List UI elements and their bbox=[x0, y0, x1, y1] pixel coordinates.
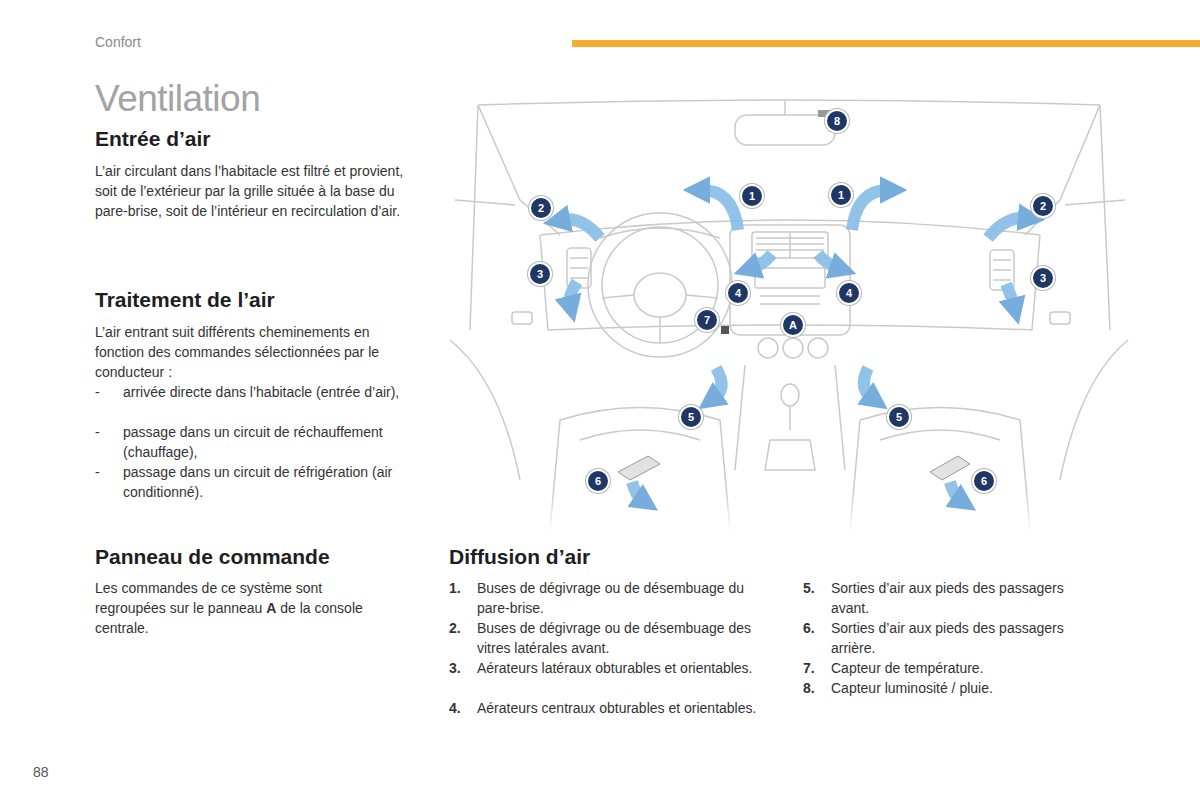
radio-display bbox=[755, 268, 825, 288]
instrument-cluster bbox=[600, 228, 720, 238]
body-paragraph: Les commandes de ce système sont regroup… bbox=[95, 578, 395, 638]
callout-number: 1 bbox=[740, 184, 764, 208]
side-vent-slats bbox=[993, 260, 1011, 280]
list-item-text: passage dans un circuit de réchauffement… bbox=[123, 422, 423, 462]
callout-number: 8 bbox=[825, 109, 849, 133]
list-number: 5. bbox=[803, 578, 815, 598]
air-arrow bbox=[1006, 284, 1014, 306]
door-tops bbox=[455, 200, 1125, 205]
list-number: 4. bbox=[449, 698, 461, 718]
body-text: L’air entrant suit différents cheminemen… bbox=[95, 322, 420, 382]
bullet-dash: - bbox=[95, 422, 100, 442]
list-item-text: Capteur luminosité / pluie. bbox=[831, 678, 1091, 698]
callout-number: 5 bbox=[887, 405, 911, 429]
mirror-stem bbox=[784, 100, 786, 115]
callout-number: 6 bbox=[586, 469, 610, 493]
interior-lines bbox=[450, 100, 1128, 530]
roof-line bbox=[478, 100, 1100, 105]
list-item-text: Aérateurs latéraux obturables et orienta… bbox=[477, 658, 777, 678]
list-item-text: Buses de dégivrage ou de désembuage des … bbox=[477, 618, 777, 658]
list-item-text: Sorties d’air aux pieds des passagers ar… bbox=[831, 618, 1091, 658]
radio-buttons bbox=[760, 296, 820, 304]
left-pillar bbox=[478, 105, 560, 235]
air-arrow bbox=[752, 254, 772, 268]
air-arrow bbox=[714, 368, 722, 398]
section-heading: Diffusion d’air bbox=[449, 545, 590, 569]
bullet-dash: - bbox=[95, 462, 100, 482]
air-arrow bbox=[950, 482, 960, 500]
gear-knob bbox=[781, 384, 799, 406]
list-item-text: Buses de dégivrage ou de désembuage du p… bbox=[477, 578, 777, 618]
callout-number: 6 bbox=[972, 469, 996, 493]
air-arrow bbox=[988, 218, 1026, 238]
air-arrow bbox=[864, 368, 872, 398]
header-bar bbox=[572, 40, 1200, 47]
rear-view-mirror bbox=[735, 115, 835, 145]
callout-number: 1 bbox=[829, 183, 853, 207]
right-pillar bbox=[1025, 105, 1100, 235]
floor-vent bbox=[930, 456, 970, 480]
list-number: 7. bbox=[803, 658, 815, 678]
section-heading: Traitement de l’air bbox=[95, 288, 275, 312]
air-arrow bbox=[818, 254, 838, 268]
callout-number: 2 bbox=[1031, 194, 1055, 218]
callout-number: 2 bbox=[529, 196, 553, 220]
page-title: Ventilation bbox=[95, 78, 260, 120]
list-number: 6. bbox=[803, 618, 815, 638]
callout-number: 7 bbox=[695, 308, 719, 332]
callout-number: 4 bbox=[837, 281, 861, 305]
section-header: Confort bbox=[95, 34, 141, 50]
control-knob bbox=[758, 338, 778, 358]
bullet-dash: - bbox=[95, 382, 100, 402]
steering-wheel bbox=[588, 213, 732, 357]
temperature-sensor bbox=[721, 326, 729, 334]
steering-wheel-inner bbox=[602, 227, 718, 343]
callout-number: 3 bbox=[1031, 266, 1055, 290]
body-text: L’air circulant dans l’habitacle est fil… bbox=[95, 161, 420, 221]
list-number: 2. bbox=[449, 618, 461, 638]
list-number: 3. bbox=[449, 658, 461, 678]
door-handle bbox=[512, 312, 532, 324]
bottom-fade bbox=[448, 490, 1138, 535]
air-arrow bbox=[852, 190, 888, 230]
side-windows bbox=[470, 105, 1110, 330]
floor-vent bbox=[618, 456, 660, 480]
list-item-text: Capteur de température. bbox=[831, 658, 1091, 678]
list-number: 8. bbox=[803, 678, 815, 698]
center-vents bbox=[752, 232, 828, 258]
list-item-text: passage dans un circuit de réfrigération… bbox=[123, 462, 423, 502]
list-item-text: Sorties d’air aux pieds des passagers av… bbox=[831, 578, 1091, 618]
gear-base bbox=[765, 406, 815, 470]
panel-letter: A bbox=[266, 600, 276, 616]
control-knob bbox=[808, 338, 828, 358]
steering-hub bbox=[634, 273, 686, 317]
door-panels bbox=[450, 340, 1128, 480]
center-tunnel bbox=[735, 365, 845, 470]
air-arrow bbox=[632, 482, 642, 500]
callout-number: 4 bbox=[726, 281, 750, 305]
air-arrow bbox=[570, 282, 577, 304]
section-heading: Panneau de commande bbox=[95, 545, 330, 569]
door-handle bbox=[1050, 312, 1070, 324]
callout-number: 3 bbox=[528, 262, 552, 286]
list-number: 1. bbox=[449, 578, 461, 598]
air-arrow bbox=[562, 219, 600, 238]
section-heading: Entrée d’air bbox=[95, 127, 211, 151]
callout-number: 5 bbox=[679, 405, 703, 429]
list-item-text: arrivée directe dans l’habitacle (entrée… bbox=[123, 382, 423, 402]
seat-cushion bbox=[580, 430, 1000, 440]
list-item-text: Aérateurs centraux obturables et orienta… bbox=[477, 698, 777, 718]
air-flow-arrows bbox=[562, 190, 1026, 500]
control-knob bbox=[783, 338, 803, 358]
air-arrow bbox=[702, 190, 738, 230]
side-vent-slats bbox=[570, 258, 588, 278]
steering-spokes bbox=[602, 295, 718, 343]
callout-number: A bbox=[781, 313, 805, 337]
page-number: 88 bbox=[33, 764, 49, 780]
